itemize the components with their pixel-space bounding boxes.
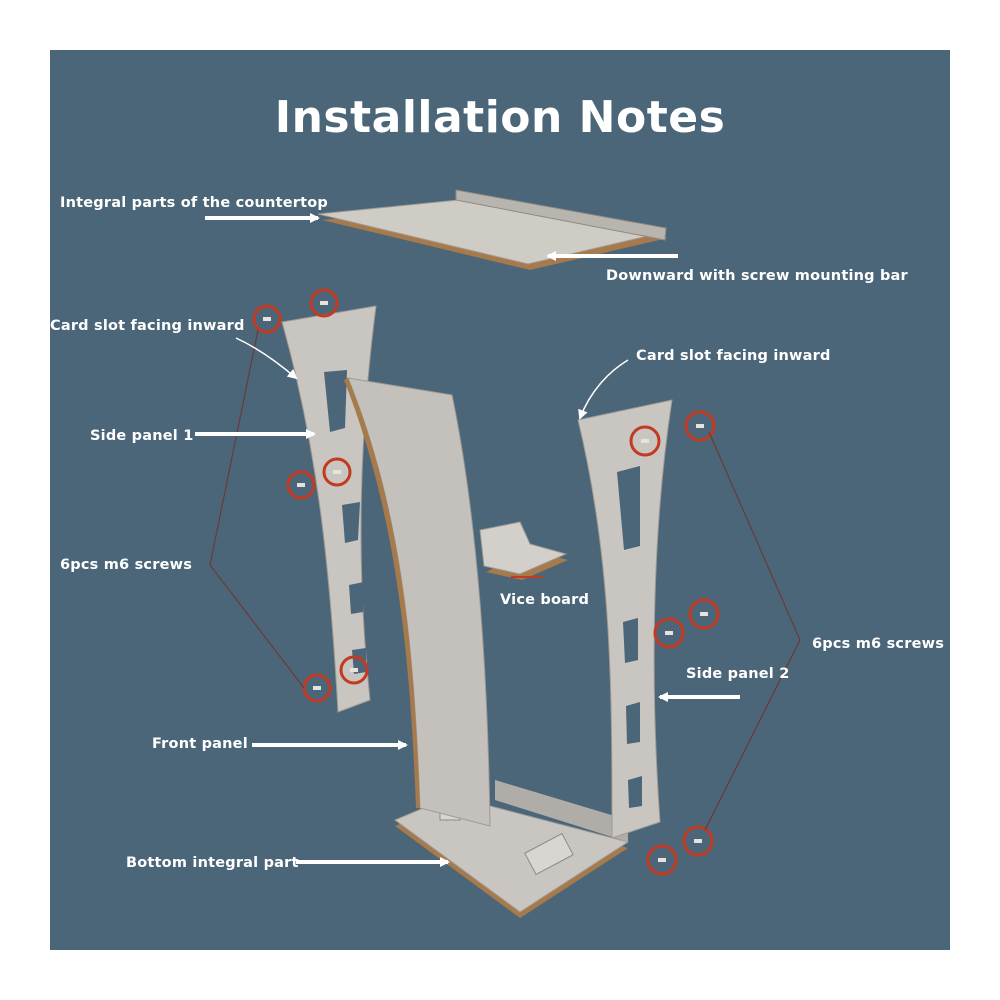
screw-marker: [322, 457, 352, 487]
screw-marker: [629, 425, 661, 457]
screw-marker: [339, 655, 369, 685]
screw-marker: [653, 617, 685, 649]
label-front-panel: Front panel: [152, 736, 248, 752]
label-card-slot-right: Card slot facing inward: [636, 348, 831, 364]
screw-group-lines: [209, 329, 801, 831]
vice-board: [479, 521, 568, 580]
screw-marker: [309, 288, 339, 318]
screw-marker: [682, 825, 714, 857]
side-panel-1: [281, 305, 377, 713]
label-bottom-integral-part: Bottom integral part: [126, 855, 299, 871]
card-slot-pointers: [235, 337, 629, 420]
screw-markers: [252, 288, 720, 876]
pointer-card-slot-left: [235, 337, 298, 380]
label-downward-mounting-bar: Downward with screw mounting bar: [606, 268, 908, 284]
label-card-slot-left: Card slot facing inward: [50, 318, 245, 334]
side-panel-2: [577, 399, 673, 839]
screw-marker: [252, 304, 282, 334]
label-side-panel-2: Side panel 2: [686, 666, 790, 682]
screw-marker: [684, 410, 716, 442]
front-panel: [344, 377, 491, 827]
screw-marker: [688, 598, 720, 630]
screw-marker: [286, 470, 316, 500]
screw-marker: [646, 844, 678, 876]
label-vice-board: Vice board: [500, 592, 590, 608]
countertop-part: [317, 189, 668, 270]
label-screws-right: 6pcs m6 screws: [812, 636, 945, 652]
label-countertop: Integral parts of the countertop: [60, 195, 328, 211]
label-side-panel-1: Side panel 1: [90, 428, 194, 444]
label-screws-left: 6pcs m6 screws: [60, 557, 193, 573]
label-arrows: [195, 213, 740, 867]
pointer-card-slot-right: [578, 359, 629, 420]
screw-mounting-bar: [455, 189, 667, 241]
page-title: Installation Notes: [274, 92, 726, 143]
